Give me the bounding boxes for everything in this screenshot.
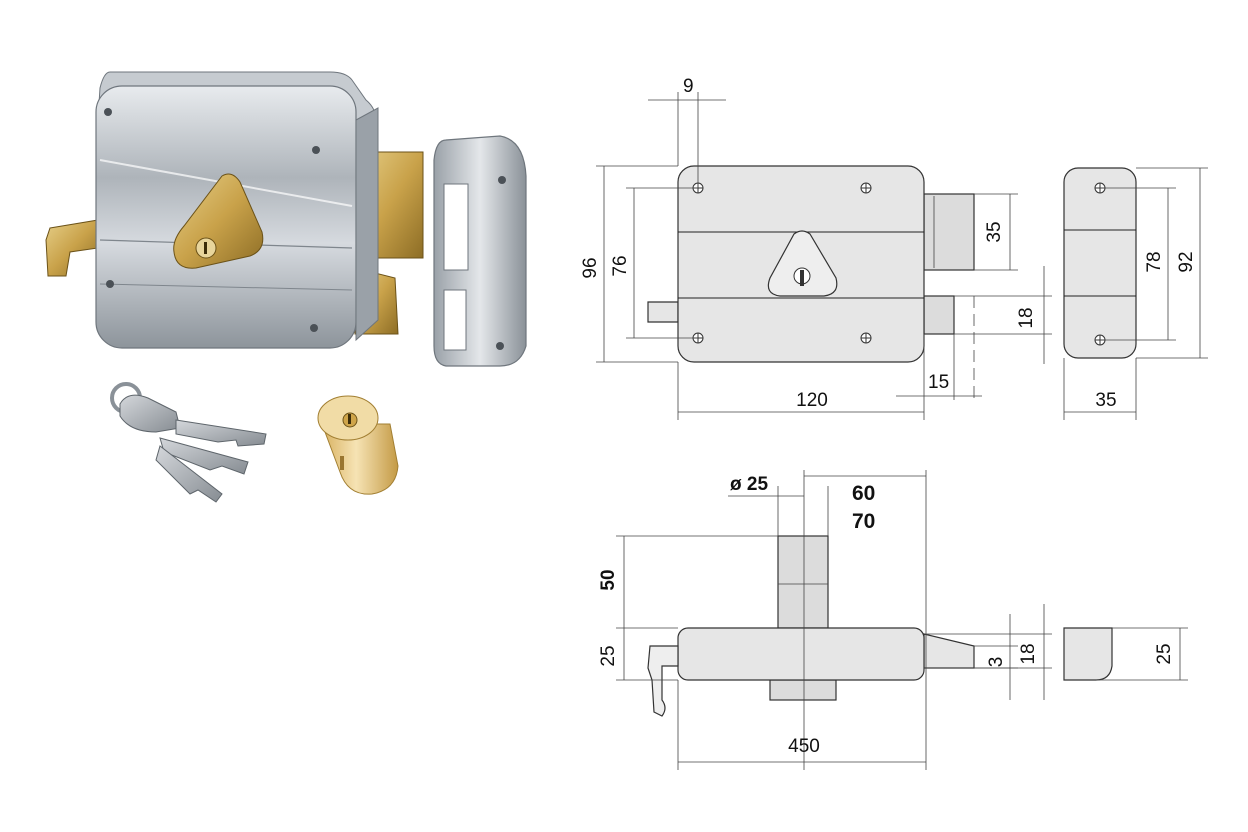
dim-latch-depth: 3 xyxy=(986,657,1007,668)
dim-latch-offset: 15 xyxy=(928,372,949,393)
dim-plate-depth: 25 xyxy=(1154,643,1175,664)
dim-cylinder-diameter: ø 25 xyxy=(730,474,768,495)
dim-width: 120 xyxy=(796,390,828,411)
dim-plate-inner: 78 xyxy=(1144,251,1165,272)
dim-bolt-height: 35 xyxy=(984,221,1005,242)
dim-height-outer: 96 xyxy=(580,257,601,278)
cylinder xyxy=(317,395,399,495)
dim-overall-length: 450 xyxy=(788,736,820,757)
dim-latch-depth-total: 18 xyxy=(1018,643,1039,664)
product-photo xyxy=(45,71,527,503)
dim-latch-height: 18 xyxy=(1016,307,1037,328)
cylinder-escutcheon xyxy=(173,173,264,269)
dim-top-offset: 9 xyxy=(683,76,694,97)
strike-view xyxy=(1063,167,1208,420)
dim-backset-a: 60 xyxy=(852,482,875,505)
dim-plate-outer: 92 xyxy=(1176,251,1197,272)
dim-cylinder-length: 50 xyxy=(598,569,619,590)
dimension-labels: 9 96 76 35 18 15 120 78 92 35 ø 25 60 70… xyxy=(580,76,1197,757)
dim-plate-width: 35 xyxy=(1095,390,1116,411)
hook-latch xyxy=(45,219,99,277)
dim-backset-b: 70 xyxy=(852,510,875,533)
front-view xyxy=(596,92,1052,420)
side-view xyxy=(616,470,1188,770)
dim-body-depth: 25 xyxy=(598,645,619,666)
strike-plate xyxy=(433,135,527,367)
keys xyxy=(110,382,267,503)
dim-hole-spacing: 76 xyxy=(610,255,631,276)
